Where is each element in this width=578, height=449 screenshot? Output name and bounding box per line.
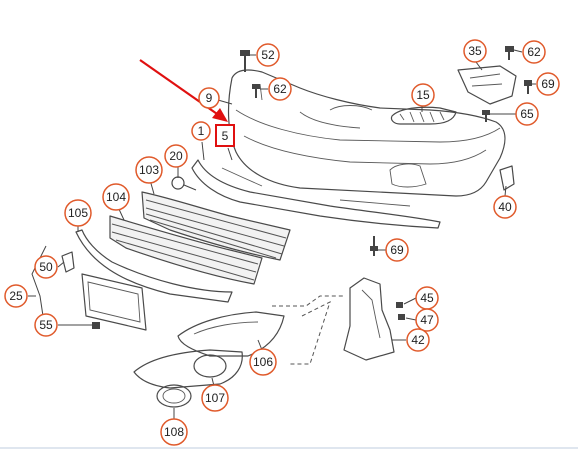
svg-text:40: 40	[498, 200, 512, 214]
svg-text:25: 25	[9, 289, 23, 303]
svg-text:65: 65	[520, 107, 534, 121]
callout-40[interactable]: 40	[493, 195, 517, 219]
callout-45[interactable]: 45	[415, 286, 439, 310]
svg-text:5: 5	[222, 129, 229, 143]
svg-text:104: 104	[106, 190, 126, 204]
callout-106[interactable]: 106	[249, 348, 277, 376]
callout-15[interactable]: 15	[411, 83, 435, 107]
screw-icon	[92, 322, 100, 329]
upper-grille	[141, 191, 291, 261]
svg-text:62: 62	[527, 45, 541, 59]
lower-grille	[109, 215, 263, 285]
svg-text:20: 20	[169, 149, 183, 163]
svg-text:69: 69	[541, 77, 555, 91]
callout-50[interactable]: 50	[34, 255, 58, 279]
callout-55[interactable]: 55	[34, 313, 58, 337]
callout-9[interactable]: 9	[198, 87, 220, 109]
screw-icon	[482, 110, 490, 122]
svg-text:107: 107	[205, 391, 225, 405]
callout-1[interactable]: 1	[191, 121, 211, 141]
callout-62-right[interactable]: 62	[522, 40, 546, 64]
screw-icon	[370, 236, 378, 256]
screw-icon	[505, 46, 514, 60]
callout-20[interactable]: 20	[164, 144, 188, 168]
screw-icon	[252, 84, 260, 98]
callout-105[interactable]: 105	[64, 199, 92, 227]
svg-text:1: 1	[198, 124, 205, 138]
callout-69-center[interactable]: 69	[385, 238, 409, 262]
svg-text:105: 105	[68, 206, 88, 220]
side-bracket	[499, 165, 515, 191]
svg-text:35: 35	[468, 44, 482, 58]
svg-text:9: 9	[206, 91, 213, 105]
screw-icon	[240, 50, 250, 72]
svg-text:69: 69	[390, 243, 404, 257]
svg-text:62: 62	[273, 82, 287, 96]
callout-104[interactable]: 104	[102, 183, 130, 211]
svg-text:15: 15	[416, 88, 430, 102]
side-bracket-42	[343, 277, 395, 361]
callout-5-highlighted[interactable]: 5	[215, 124, 235, 147]
license-plate-holder	[81, 273, 147, 331]
callout-103[interactable]: 103	[135, 156, 163, 184]
callout-52[interactable]: 52	[256, 43, 280, 67]
callout-69-right[interactable]: 69	[536, 72, 560, 96]
fog-light-cover	[177, 311, 285, 357]
svg-text:52: 52	[261, 48, 275, 62]
bumper-cover	[227, 69, 506, 197]
trim-strip	[75, 229, 233, 303]
svg-text:45: 45	[420, 291, 434, 305]
clip-part	[61, 251, 75, 273]
svg-text:42: 42	[411, 333, 425, 347]
nut-icon	[396, 302, 405, 320]
emblem-part	[390, 106, 457, 125]
screw-icon	[524, 80, 532, 94]
svg-text:103: 103	[139, 163, 159, 177]
clip-icon	[171, 176, 197, 191]
svg-text:108: 108	[164, 425, 184, 439]
svg-text:47: 47	[420, 313, 434, 327]
mounting-bracket-35	[457, 65, 517, 105]
callout-42[interactable]: 42	[406, 328, 430, 352]
spoiler-lip	[191, 159, 441, 229]
svg-text:50: 50	[39, 260, 53, 274]
svg-text:55: 55	[39, 318, 53, 332]
callout-47[interactable]: 47	[415, 308, 439, 332]
callout-35[interactable]: 35	[463, 39, 487, 63]
callout-62-left[interactable]: 62	[268, 77, 292, 101]
svg-text:106: 106	[253, 355, 273, 369]
callout-65[interactable]: 65	[515, 102, 539, 126]
callout-107[interactable]: 107	[201, 384, 229, 412]
callout-25[interactable]: 25	[4, 284, 28, 308]
callout-108[interactable]: 108	[160, 418, 188, 446]
fog-housing	[133, 349, 243, 389]
bottom-divider	[0, 447, 578, 449]
fog-ring	[156, 384, 192, 408]
